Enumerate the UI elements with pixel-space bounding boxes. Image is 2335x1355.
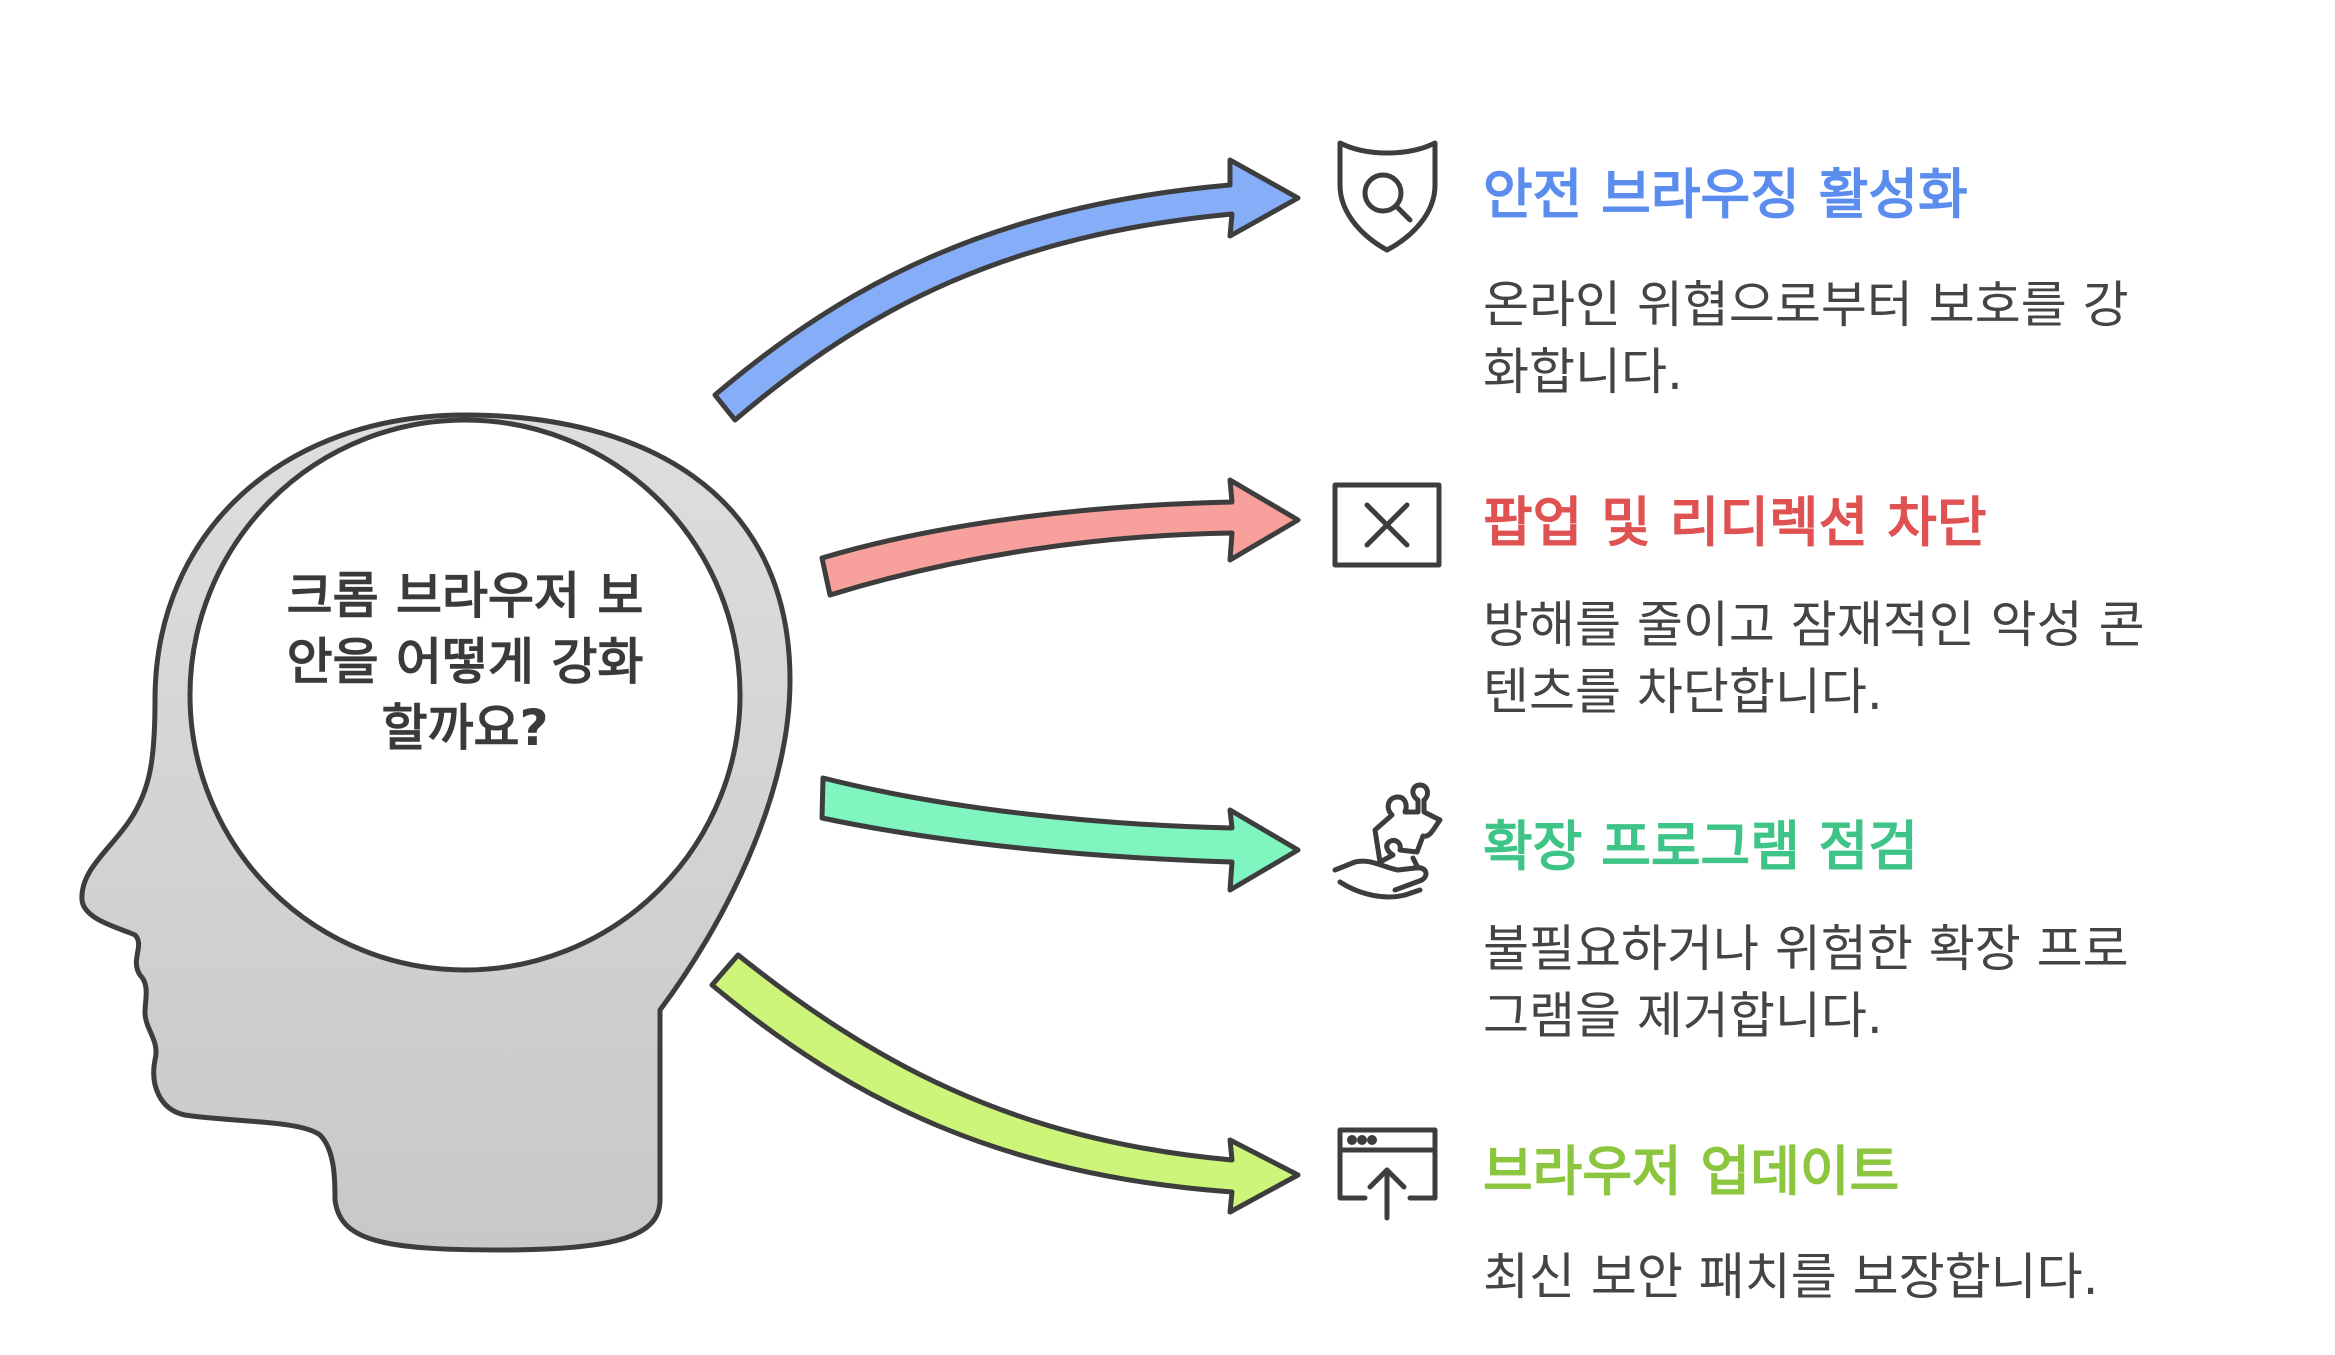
central-question-line: 안을 어떻게 강화: [286, 633, 644, 691]
description-line: 화합니다.: [1483, 343, 1683, 401]
description-line: 최신 보안 패치를 보장합니다.: [1483, 1248, 2099, 1306]
arrow-popup-block: [819, 477, 1301, 598]
shield-search-icon: [1337, 140, 1438, 253]
item-title-extension-check: 확장 프로그램 점검: [1483, 815, 1919, 878]
central-question-line: 할까요?: [381, 699, 549, 757]
item-title-browser-update: 브라우저 업데이트: [1483, 1140, 1900, 1203]
central-question: 크롬 브라우저 보 안을 어떻게 강화 할까요?: [195, 563, 735, 761]
arrow-browser-update: [709, 952, 1301, 1215]
arrow-safe-browsing: [712, 157, 1301, 423]
browser-upload-icon: [1337, 1127, 1438, 1221]
description-line: 방해를 줄이고 잠재적인 악성 콘: [1483, 596, 2145, 654]
description-line: 온라인 위협으로부터 보호를 강: [1483, 276, 2129, 334]
description-line: 그램을 제거합니다.: [1483, 987, 1883, 1045]
arrow-extension-check: [819, 775, 1301, 893]
item-description-browser-update: 최신 보안 패치를 보장합니다.: [1483, 1244, 2323, 1311]
item-description-safe-browsing: 온라인 위협으로부터 보호를 강 화합니다.: [1483, 272, 2323, 406]
description-line: 텐츠를 차단합니다.: [1483, 663, 1883, 721]
item-description-extension-check: 불필요하거나 위험한 확장 프로 그램을 제거합니다.: [1483, 916, 2323, 1050]
item-description-popup-block: 방해를 줄이고 잠재적인 악성 콘 텐츠를 차단합니다.: [1483, 592, 2323, 726]
description-line: 불필요하거나 위험한 확장 프로: [1483, 920, 2129, 978]
puzzle-hand-icon: [1332, 782, 1443, 900]
close-box-icon: [1332, 482, 1442, 568]
item-title-popup-block: 팝업 및 리디렉션 차단: [1483, 491, 1987, 554]
central-question-line: 크롬 브라우저 보: [286, 567, 644, 625]
thought-circle: [187, 417, 743, 973]
item-title-safe-browsing: 안전 브라우징 활성화: [1483, 163, 1968, 226]
